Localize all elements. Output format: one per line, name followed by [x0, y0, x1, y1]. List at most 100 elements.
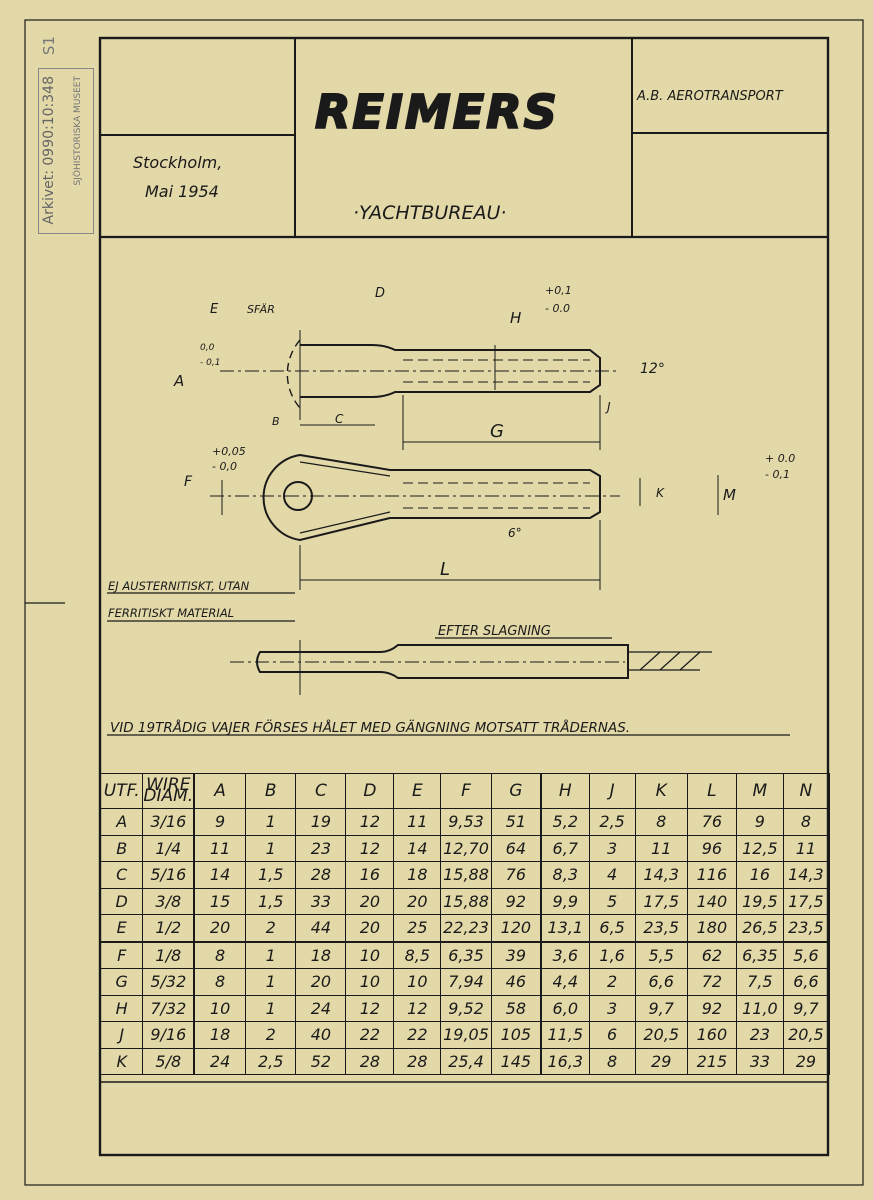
dim-c: C [335, 412, 344, 426]
angle-6: 6° [508, 526, 522, 540]
dim-f: F [184, 474, 193, 490]
material-note-2: FERRITISKT MATERIAL [108, 606, 234, 620]
table-cell: 28 [393, 1047, 442, 1075]
column-header: E [393, 773, 442, 809]
table-cell: 23 [295, 834, 347, 862]
table-cell: 16 [345, 861, 395, 889]
table-cell: 2,5 [245, 1047, 297, 1075]
column-header: M [735, 773, 784, 809]
table-cell: 2,5 [588, 808, 636, 836]
table-cell: 12 [393, 994, 442, 1022]
table-cell: E [99, 914, 144, 942]
table-cell: 14,3 [634, 861, 688, 889]
table-cell: 12,5 [735, 834, 784, 862]
dim-h: H [510, 309, 521, 327]
column-header: G [490, 773, 542, 809]
stamp-box [38, 68, 94, 234]
table-cell: 9,9 [540, 887, 590, 915]
table-cell: 145 [490, 1047, 542, 1075]
table-cell: 8 [193, 941, 247, 969]
table-cell: 140 [686, 887, 737, 915]
inner-frame [98, 36, 830, 1157]
column-header: N [782, 773, 830, 809]
column-header: J [588, 773, 636, 809]
table-cell: 9,52 [440, 994, 492, 1022]
table-cell: 96 [686, 834, 737, 862]
table-cell: 23 [735, 1021, 784, 1049]
table-cell: 2 [245, 914, 297, 942]
table-cell: 24 [193, 1047, 247, 1075]
table-cell: 12 [345, 994, 395, 1022]
table-cell: 20 [193, 914, 247, 942]
table-cell: 28 [345, 1047, 395, 1075]
table-cell: 33 [735, 1047, 784, 1075]
table-cell: 160 [686, 1021, 737, 1049]
table-cell: 18 [193, 1021, 247, 1049]
tol-h-minus: - 0.0 [545, 302, 570, 315]
table-cell: 2 [245, 1021, 297, 1049]
table-cell: 8,3 [540, 861, 590, 889]
dim-a: A [173, 372, 184, 390]
table-cell: 1 [245, 834, 297, 862]
dim-g: G [490, 421, 504, 442]
tol-m-plus: + 0.0 [765, 452, 795, 465]
dim-m: M [723, 486, 736, 504]
table-cell: 1/8 [142, 941, 196, 969]
table-cell: 11,0 [735, 994, 784, 1022]
table-cell: 11 [393, 808, 442, 836]
table-cell: 20 [393, 887, 442, 915]
table-cell: 6,35 [440, 941, 492, 969]
table-cell: 11 [782, 834, 830, 862]
tol-h-plus: +0,1 [545, 284, 572, 297]
table-cell: 6 [588, 1021, 636, 1049]
table-cell: 3 [588, 994, 636, 1022]
table-cell: 8 [193, 968, 247, 996]
table-cell: 1,5 [245, 887, 297, 915]
table-cell: 25 [393, 914, 442, 942]
table-cell: 8 [782, 808, 830, 836]
client-label: A.B. AEROTRANSPORT [636, 89, 784, 104]
table-cell: 23,5 [634, 914, 688, 942]
table-cell: 72 [686, 968, 737, 996]
table-cell: 1,6 [588, 941, 636, 969]
table-cell: 8 [634, 808, 688, 836]
table-cell: 9,53 [440, 808, 492, 836]
table-cell: 92 [490, 887, 542, 915]
table-cell: 3/16 [142, 808, 196, 836]
after-swaging-view [230, 640, 712, 695]
table-cell: 17,5 [634, 887, 688, 915]
table-cell: 52 [295, 1047, 347, 1075]
column-header: F [440, 773, 492, 809]
table-cell: 12,70 [440, 834, 492, 862]
column-header: K [634, 773, 688, 809]
table-cell: 6,6 [782, 968, 830, 996]
table-cell: 62 [686, 941, 737, 969]
table-cell: H [99, 994, 144, 1022]
dim-b: B [272, 415, 280, 428]
table-cell: 13,1 [540, 914, 590, 942]
table-cell: 2 [588, 968, 636, 996]
table-cell: 19,05 [440, 1021, 492, 1049]
column-header: D [345, 773, 395, 809]
dim-j: J [605, 400, 611, 414]
table-cell: 5,5 [634, 941, 688, 969]
table-cell: 15,88 [440, 887, 492, 915]
tol-f-plus: +0,05 [212, 445, 246, 458]
table-cell: 51 [490, 808, 542, 836]
table-cell: 18 [393, 861, 442, 889]
table-cell: 18 [295, 941, 347, 969]
table-cell: 11 [634, 834, 688, 862]
column-header: A [193, 773, 247, 809]
table-cell: 20 [295, 968, 347, 996]
table-cell: 44 [295, 914, 347, 942]
table-cell: 29 [634, 1047, 688, 1075]
table-cell: B [99, 834, 144, 862]
column-header: B [245, 773, 297, 809]
table-cell: 12 [345, 808, 395, 836]
table-cell: 92 [686, 994, 737, 1022]
